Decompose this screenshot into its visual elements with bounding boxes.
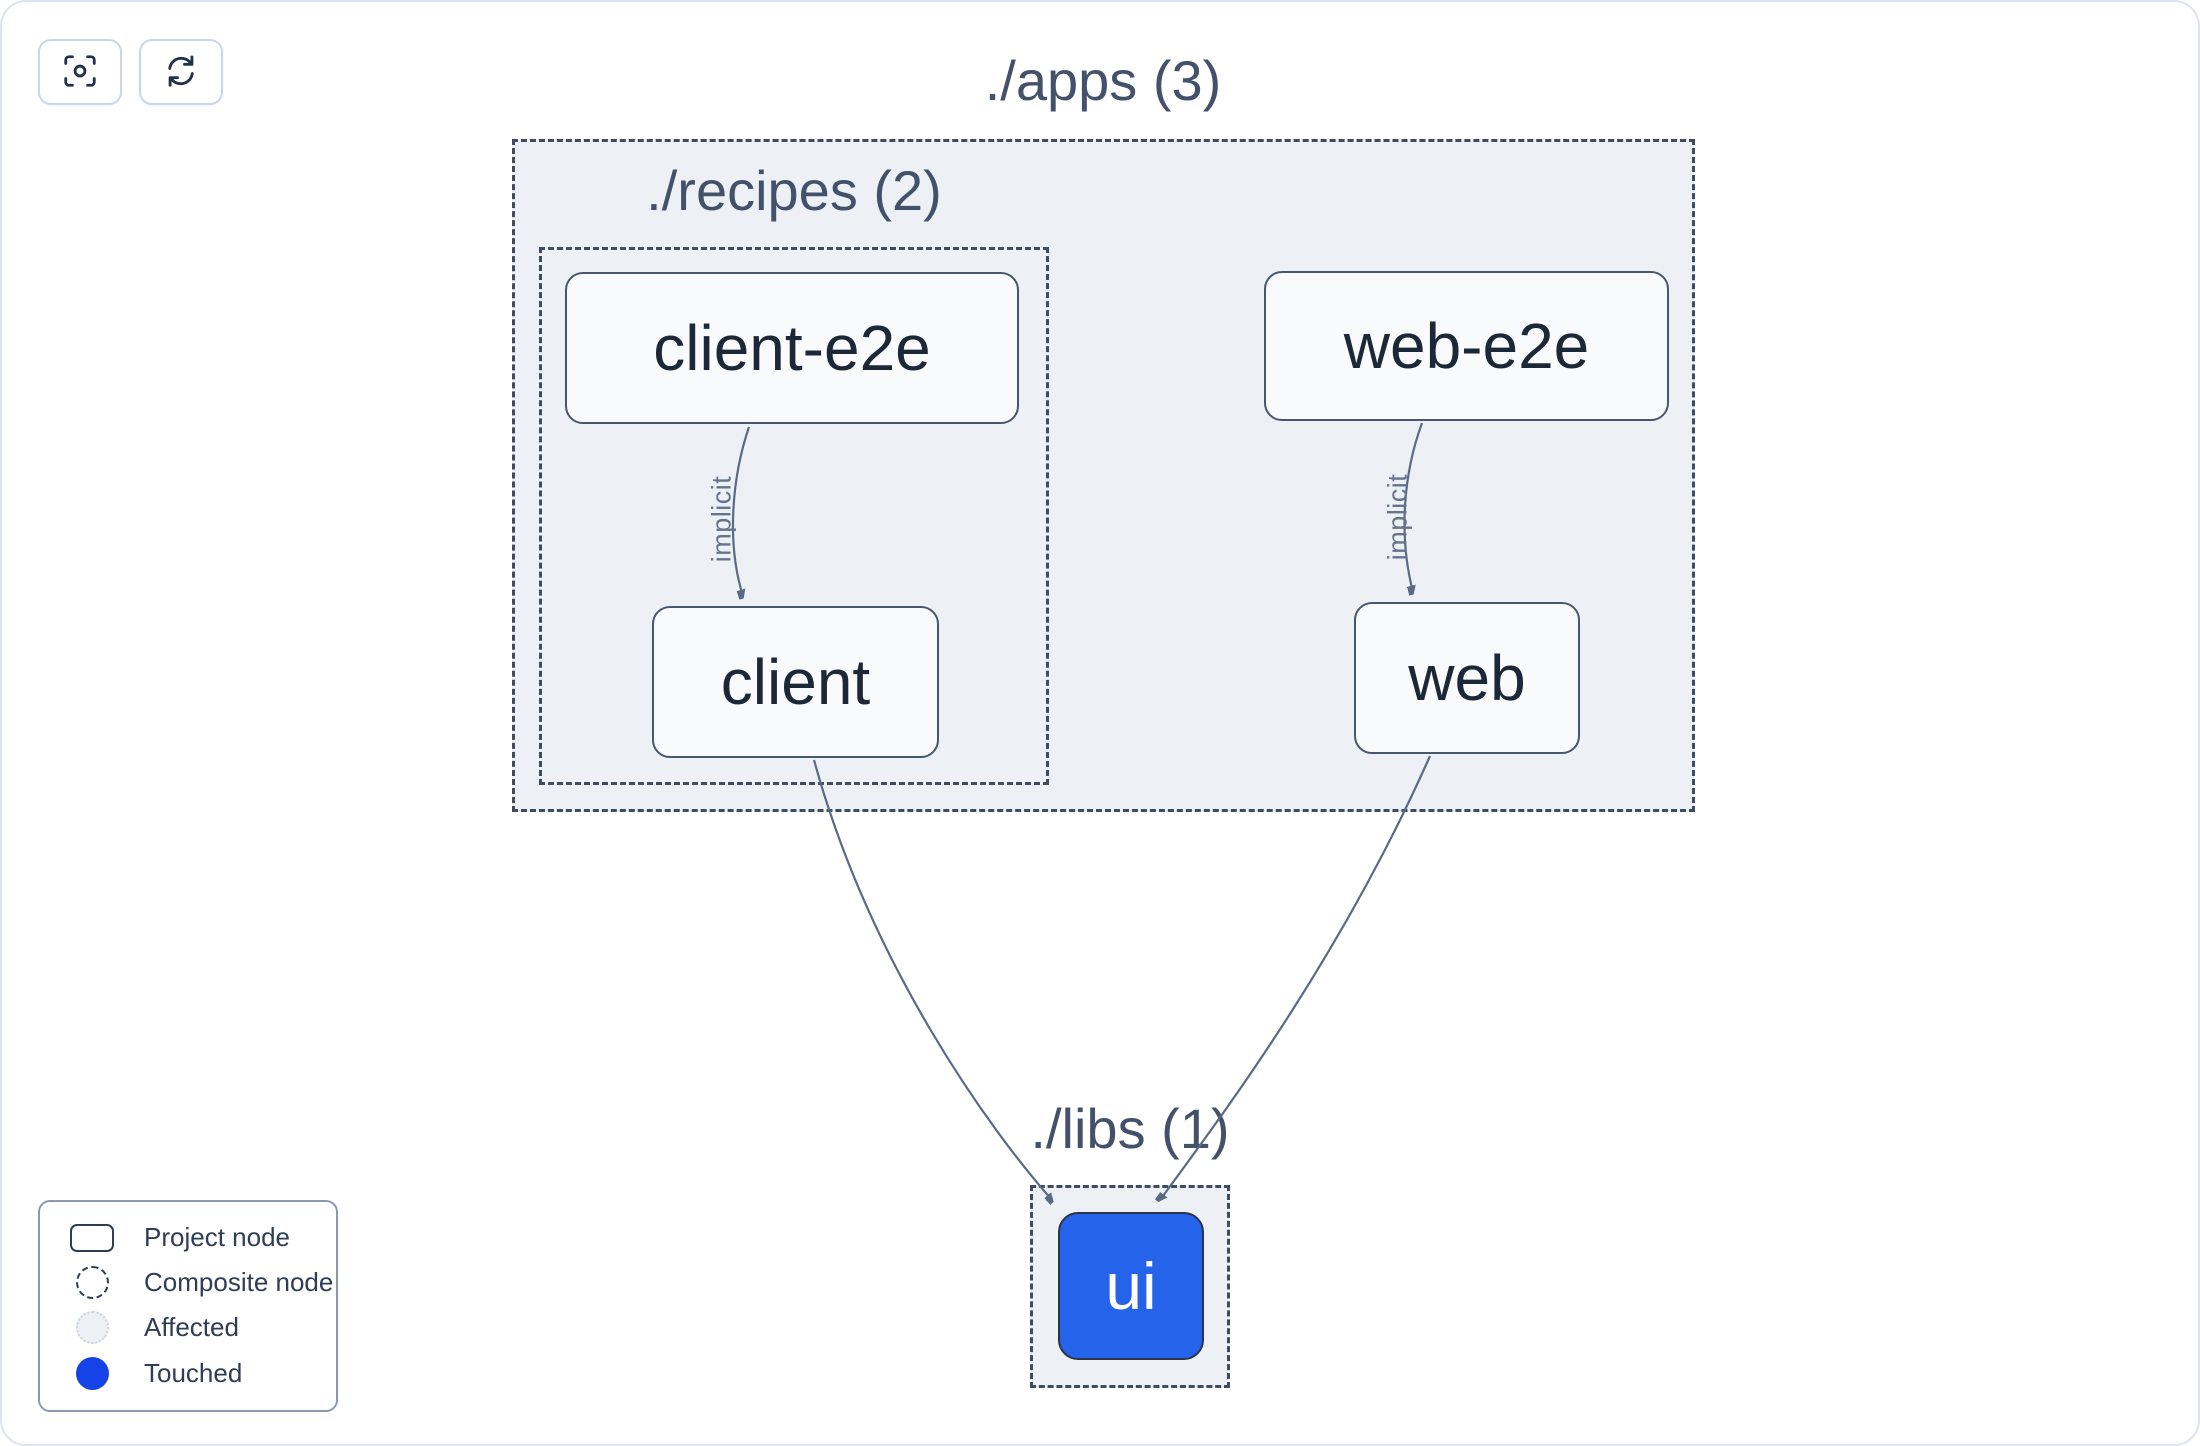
legend-label: Affected <box>144 1312 239 1343</box>
affected-swatch <box>40 1311 144 1345</box>
node-web[interactable]: web <box>1354 602 1580 754</box>
legend-panel: Project node Composite node Affected Tou… <box>38 1200 338 1412</box>
legend-label: Touched <box>144 1357 243 1388</box>
group-label-apps: ./apps (3) <box>984 49 1222 112</box>
project-node-swatch <box>40 1223 144 1252</box>
group-label-libs: ./libs (1) <box>1030 1097 1230 1160</box>
refresh-icon <box>162 52 200 93</box>
node-web-e2e[interactable]: web-e2e <box>1264 271 1669 421</box>
edge-label-implicit-client: implicit <box>706 475 737 563</box>
legend-item-composite-node: Composite node <box>40 1265 336 1299</box>
legend-item-touched: Touched <box>40 1356 336 1390</box>
focus-icon <box>61 52 99 93</box>
legend-label: Project node <box>144 1222 290 1253</box>
legend-item-project-node: Project node <box>40 1222 336 1253</box>
refresh-button[interactable] <box>139 39 223 105</box>
node-client[interactable]: client <box>652 606 939 758</box>
legend-label: Composite node <box>144 1266 334 1297</box>
legend-item-affected: Affected <box>40 1311 336 1345</box>
touched-swatch <box>40 1356 144 1390</box>
group-label-recipes: ./recipes (2) <box>646 159 942 222</box>
graph-toolbar <box>38 39 223 105</box>
edge-client-to-ui <box>812 759 1052 1200</box>
node-ui-touched[interactable]: ui <box>1058 1212 1204 1360</box>
edge-label-implicit-web: implicit <box>1382 473 1413 561</box>
node-client-e2e[interactable]: client-e2e <box>565 272 1019 424</box>
composite-node-swatch <box>40 1265 144 1299</box>
center-graph-button[interactable] <box>38 39 122 105</box>
